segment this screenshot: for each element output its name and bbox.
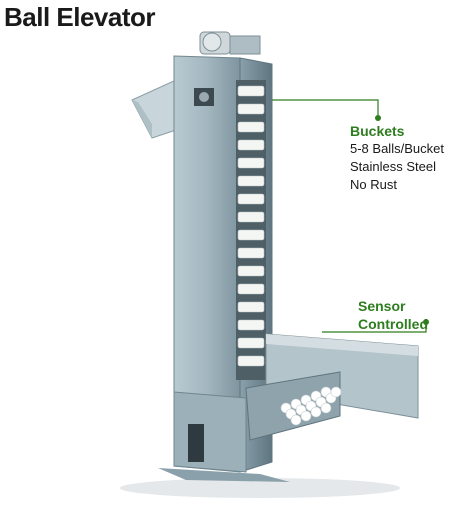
- control-box: [188, 424, 204, 462]
- sensor-leader-line: [322, 322, 427, 333]
- floor-shadow: [120, 478, 400, 498]
- base-plate: [158, 468, 290, 482]
- sensor-callout: Sensor Controlled: [358, 297, 474, 333]
- bucket: [237, 193, 265, 205]
- buckets-line-1: 5-8 Balls/Bucket: [350, 141, 444, 156]
- bucket-column: [236, 80, 266, 380]
- bucket: [237, 121, 265, 133]
- gearbox: [229, 35, 261, 55]
- buckets-line-3: No Rust: [350, 177, 397, 192]
- bucket: [237, 301, 265, 313]
- bucket: [237, 139, 265, 151]
- bucket: [237, 103, 265, 115]
- bucket: [237, 175, 265, 187]
- bucket: [237, 157, 265, 169]
- buckets-heading: Buckets: [350, 123, 405, 139]
- bucket: [237, 247, 265, 259]
- balls: [280, 386, 342, 426]
- motor-fan: [202, 32, 222, 52]
- bearing-shaft: [199, 92, 209, 102]
- sensor-leader-dot: [423, 319, 429, 325]
- bucket: [237, 337, 265, 349]
- buckets-line-2: Stainless Steel: [350, 159, 436, 174]
- base-housing: [173, 391, 247, 473]
- sensor-heading: Sensor Controlled: [358, 298, 428, 332]
- buckets-leader-dot: [375, 115, 381, 121]
- conveyor-top-edge: [266, 334, 418, 356]
- bucket: [237, 355, 265, 367]
- bucket: [237, 85, 265, 97]
- page-title: Ball Elevator: [4, 2, 156, 32]
- bucket: [237, 265, 265, 277]
- bucket: [237, 229, 265, 241]
- bucket: [237, 319, 265, 331]
- bucket: [237, 211, 265, 223]
- buckets-callout: Buckets 5-8 Balls/Bucket Stainless Steel…: [350, 122, 444, 194]
- top-chute-side: [132, 100, 152, 138]
- bucket: [237, 283, 265, 295]
- buckets-leader-line: [272, 99, 379, 118]
